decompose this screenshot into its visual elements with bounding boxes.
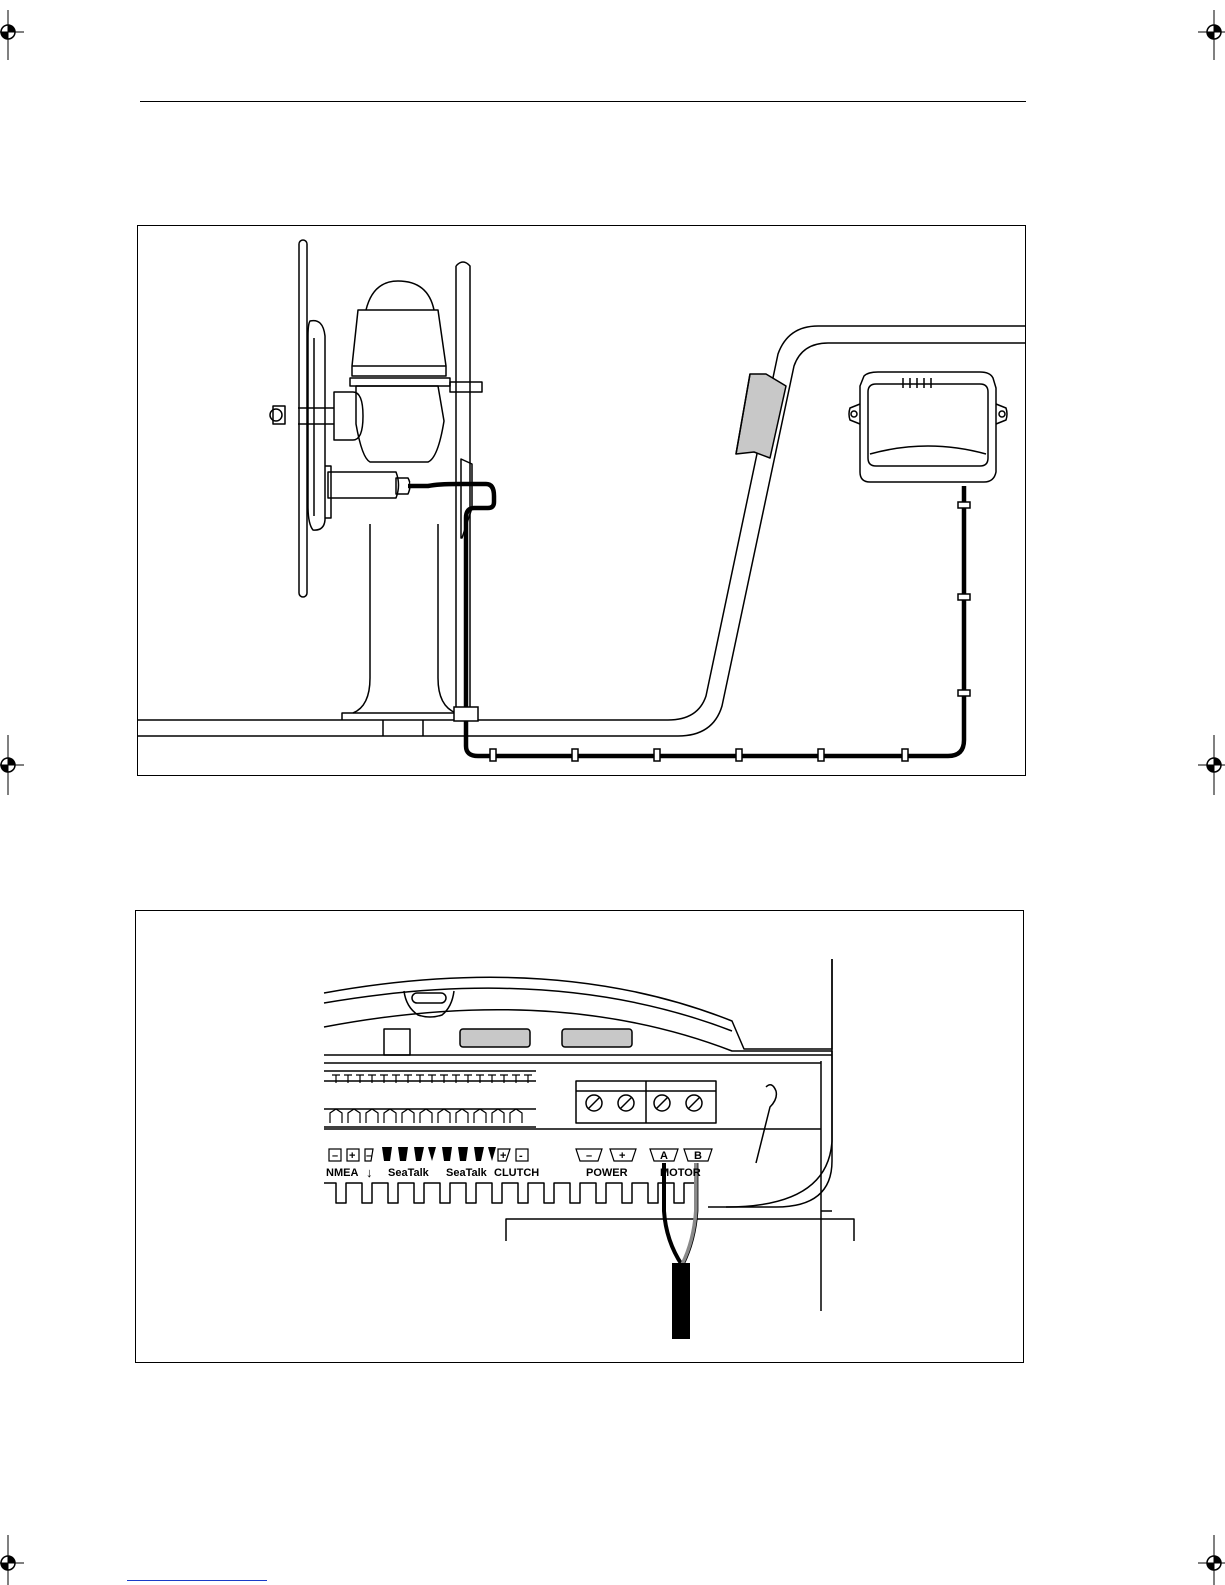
cable-clip — [572, 749, 578, 761]
cable-clip — [454, 707, 478, 721]
cable-clip — [736, 749, 742, 761]
drive-unit — [328, 472, 399, 498]
terminal-label-plus-clutch: + — [500, 1150, 506, 1162]
registration-mark-bottom-right — [1192, 1535, 1225, 1585]
wheel-hub — [334, 392, 363, 440]
fuse-holder — [384, 1029, 410, 1055]
terminal-label-minus-clutch: - — [519, 1150, 523, 1162]
terminal-label-seatalk-2: SeaTalk — [446, 1167, 488, 1179]
cockpit-floor — [138, 720, 468, 736]
cable-clip — [958, 502, 970, 508]
terminal-label-motor: MOTOR — [660, 1167, 701, 1179]
helm-wheel-rim — [299, 240, 307, 597]
motor-cable-sheath — [672, 1263, 690, 1339]
terminal-label-minus-1: – — [332, 1150, 338, 1162]
header-rule — [140, 101, 1026, 102]
compass-dome — [366, 281, 434, 310]
terminal-comb — [324, 1183, 696, 1203]
terminal-label-power: POWER — [586, 1167, 628, 1179]
terminal-label-plus-1: + — [349, 1150, 355, 1162]
registration-mark-mid-left — [0, 735, 30, 795]
cable-clip — [958, 690, 970, 696]
dimension-bracket — [506, 1219, 854, 1241]
bottom-link-underline — [127, 1580, 267, 1581]
terminal-label-ground: ↓ — [366, 1165, 373, 1180]
slot-1 — [460, 1029, 530, 1047]
figure-terminal-connections: – + – NMEA ↓ SeaTalk SeaTalk + - CLUTCH … — [135, 910, 1024, 1363]
cockpit-side — [468, 326, 1026, 720]
drive-cable — [408, 484, 964, 756]
terminal-label-power-minus: – — [586, 1150, 592, 1162]
bond-clip — [756, 1085, 776, 1163]
helm-installation-drawing — [138, 226, 1026, 776]
terminal-label-minus-2: – — [366, 1150, 372, 1162]
terminal-label-power-plus: + — [619, 1150, 625, 1162]
helm-wheel-dish — [308, 321, 325, 531]
cable-clip — [958, 594, 970, 600]
terminal-label-nmea: NMEA — [326, 1167, 358, 1179]
cable-clip — [902, 749, 908, 761]
cable-clip — [654, 749, 660, 761]
registration-mark-bottom-left — [0, 1535, 30, 1585]
registration-mark-top-left — [0, 10, 30, 60]
bulkhead-connector — [736, 374, 786, 458]
terminal-label-motor-a: A — [660, 1150, 668, 1162]
course-computer-unit — [849, 372, 1007, 482]
figure-helm-installation — [137, 225, 1026, 776]
slot-2 — [562, 1029, 632, 1047]
pedestal-base — [342, 713, 468, 720]
terminal-label-motor-b: B — [694, 1150, 702, 1162]
registration-mark-top-right — [1192, 10, 1225, 60]
cable-clip — [818, 749, 824, 761]
terminal-label-seatalk-1: SeaTalk — [388, 1167, 430, 1179]
pedestal-column — [353, 524, 456, 713]
registration-mark-mid-right — [1192, 735, 1225, 795]
cable-clip — [490, 749, 496, 761]
terminal-connections-drawing: – + – NMEA ↓ SeaTalk SeaTalk + - CLUTCH … — [136, 911, 1024, 1363]
terminal-label-clutch: CLUTCH — [494, 1167, 539, 1179]
